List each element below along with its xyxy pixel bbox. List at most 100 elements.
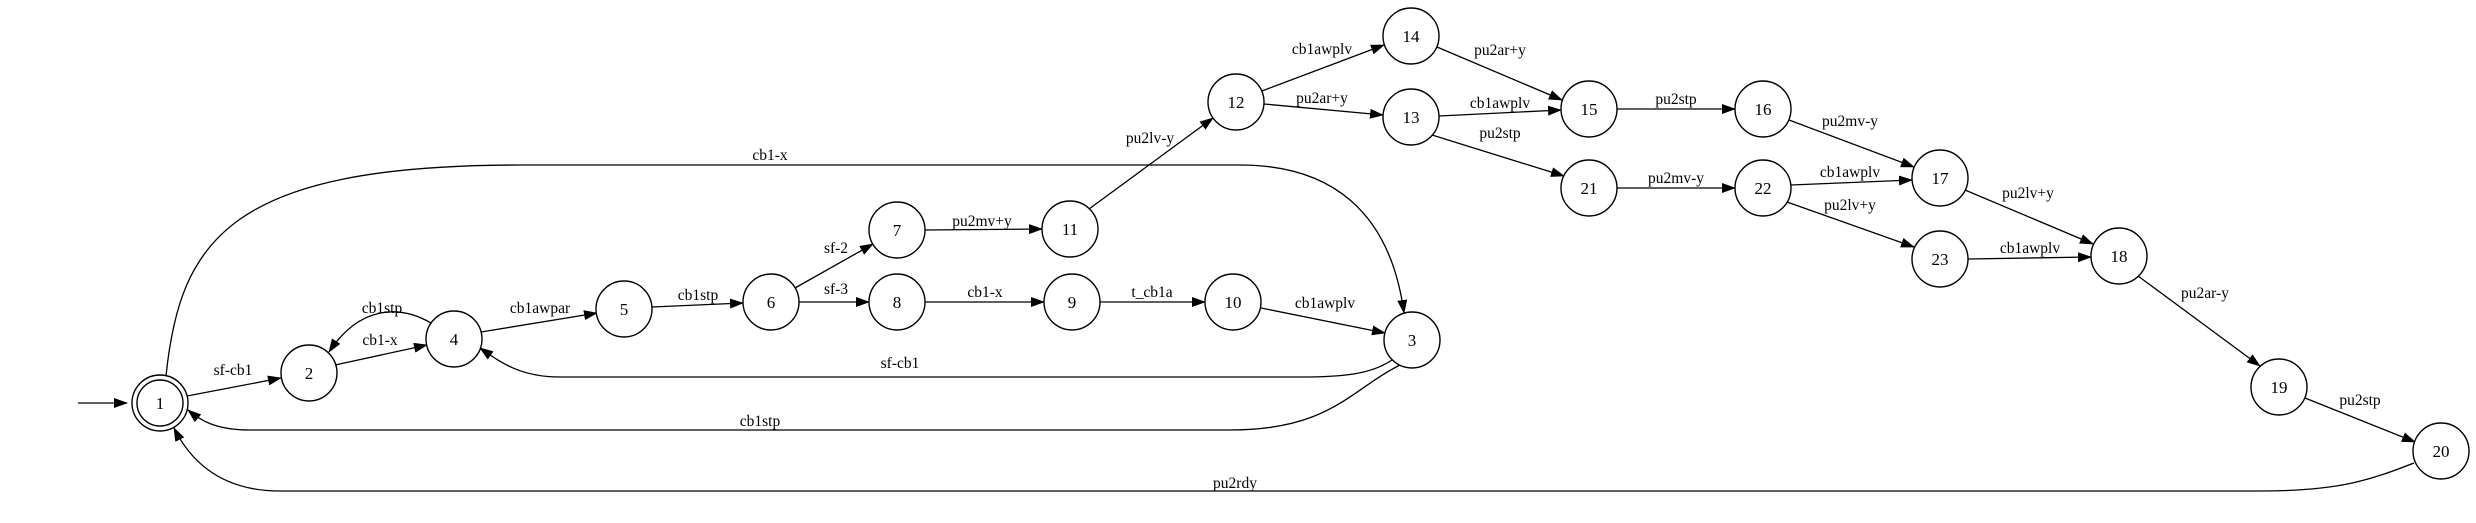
edge-label-15-to-16: pu2stp xyxy=(1655,91,1697,108)
edge-label-1-to-2: sf-cb1 xyxy=(214,362,253,379)
state-circle-9 xyxy=(1043,273,1101,331)
state-circle-18 xyxy=(2090,227,2148,285)
state-label-14: 14 xyxy=(1403,27,1421,46)
edge-label-3-to-1: cb1stp xyxy=(740,413,781,430)
state-circle-21 xyxy=(1560,159,1618,217)
edge-19-to-20 xyxy=(2304,397,2416,443)
edge-10-to-3 xyxy=(1260,307,1386,336)
state-node-2: 2 xyxy=(280,344,338,402)
state-circle-19 xyxy=(2250,358,2308,416)
state-label-4: 4 xyxy=(450,330,459,349)
edge-4-to-2 xyxy=(328,311,432,353)
edge-label-19-to-20: pu2stp xyxy=(2339,392,2381,409)
state-circle-8 xyxy=(868,273,926,331)
edge-label-18-to-19: pu2ar-y xyxy=(2181,285,2229,302)
edge-23-to-18 xyxy=(1967,252,2092,263)
edge-label-17-to-18: pu2lv+y xyxy=(2002,185,2054,202)
edge-6-to-7 xyxy=(794,243,874,289)
edge-2-to-4 xyxy=(334,342,428,366)
edge-18-to-19 xyxy=(2137,275,2261,367)
edge-label-7-to-11: pu2mv+y xyxy=(952,213,1012,230)
state-node-20: 20 xyxy=(2412,422,2470,480)
state-node-22: 22 xyxy=(1734,159,1792,217)
edge-3-to-4 xyxy=(479,347,1393,378)
edge-16-to-17 xyxy=(1788,119,1915,168)
state-circle-12 xyxy=(1207,73,1265,131)
state-label-22: 22 xyxy=(1755,179,1772,198)
state-node-6: 6 xyxy=(742,273,800,331)
state-circle-3 xyxy=(1383,311,1441,369)
state-label-1: 1 xyxy=(156,394,165,413)
state-circle-13 xyxy=(1382,88,1440,146)
edge-label-6-to-8: sf-3 xyxy=(824,281,848,298)
edge-label-2-to-4: cb1-x xyxy=(362,332,398,349)
edge-7-to-11 xyxy=(924,224,1043,235)
state-node-21: 21 xyxy=(1560,159,1618,217)
state-label-15: 15 xyxy=(1581,100,1598,119)
state-circle-23 xyxy=(1911,230,1969,288)
state-label-17: 17 xyxy=(1932,169,1950,188)
edge-label-4-to-2: cb1stp xyxy=(362,300,403,317)
state-label-3: 3 xyxy=(1408,331,1417,350)
state-node-12: 12 xyxy=(1207,73,1265,131)
state-label-12: 12 xyxy=(1228,93,1245,112)
state-circle-2 xyxy=(280,344,338,402)
edge-label-22-to-23: pu2lv+y xyxy=(1824,197,1876,214)
state-label-23: 23 xyxy=(1932,250,1949,269)
edge-label-6-to-7: sf-2 xyxy=(824,240,848,257)
state-label-13: 13 xyxy=(1403,108,1420,127)
edge-1-to-3 xyxy=(165,164,1408,377)
state-node-11: 11 xyxy=(1041,200,1099,258)
edge-12-to-14 xyxy=(1261,44,1385,92)
state-label-5: 5 xyxy=(620,300,629,319)
edge-12-to-13 xyxy=(1263,103,1384,119)
state-label-21: 21 xyxy=(1581,179,1598,198)
state-node-1: 1 xyxy=(131,374,189,432)
state-node-3: 3 xyxy=(1383,311,1441,369)
state-label-2: 2 xyxy=(305,364,314,383)
edge-label-9-to-10: t_cb1a xyxy=(1131,284,1172,301)
edge-label-10-to-3: cb1awplv xyxy=(1295,295,1356,312)
edge-label-14-to-15: pu2ar+y xyxy=(1474,42,1526,59)
edge-1-to-2 xyxy=(186,375,282,397)
state-circle-11 xyxy=(1041,200,1099,258)
state-node-13: 13 xyxy=(1382,88,1440,146)
edge-14-to-15 xyxy=(1436,46,1563,101)
state-circle-20 xyxy=(2412,422,2470,480)
state-node-16: 16 xyxy=(1734,80,1792,138)
state-label-19: 19 xyxy=(2271,378,2288,397)
state-label-18: 18 xyxy=(2111,247,2128,266)
edge-label-23-to-18: cb1awplv xyxy=(2000,240,2061,257)
state-node-19: 19 xyxy=(2250,358,2308,416)
edge-20-to-1 xyxy=(173,427,2415,492)
edge-label-21-to-22: pu2mv-y xyxy=(1648,170,1704,187)
state-node-10: 10 xyxy=(1204,273,1262,331)
edge-label-12-to-13: pu2ar+y xyxy=(1296,90,1348,107)
edge-4-to-5 xyxy=(480,310,598,333)
state-node-15: 15 xyxy=(1560,80,1618,138)
state-label-16: 16 xyxy=(1755,100,1772,119)
accepting-ring-1 xyxy=(136,379,184,427)
state-circle-14 xyxy=(1382,7,1440,65)
edge-label-20-to-1: pu2rdy xyxy=(1213,475,1257,492)
state-circle-16 xyxy=(1734,80,1792,138)
state-circle-17 xyxy=(1911,149,1969,207)
state-node-14: 14 xyxy=(1382,7,1440,65)
state-circle-7 xyxy=(868,201,926,259)
edge-22-to-23 xyxy=(1786,201,1915,248)
edge-22-to-17 xyxy=(1790,175,1913,186)
state-label-8: 8 xyxy=(893,293,902,312)
state-node-18: 18 xyxy=(2090,227,2148,285)
edge-5-to-6 xyxy=(651,298,744,309)
state-label-6: 6 xyxy=(767,293,776,312)
state-circle-4 xyxy=(425,310,483,368)
state-circle-6 xyxy=(742,273,800,331)
edge-13-to-21 xyxy=(1431,134,1565,177)
edge-label-13-to-21: pu2stp xyxy=(1479,125,1521,142)
state-label-11: 11 xyxy=(1062,220,1078,239)
edge-label-5-to-6: cb1stp xyxy=(678,287,719,304)
state-label-10: 10 xyxy=(1225,293,1242,312)
state-node-4: 4 xyxy=(425,310,483,368)
